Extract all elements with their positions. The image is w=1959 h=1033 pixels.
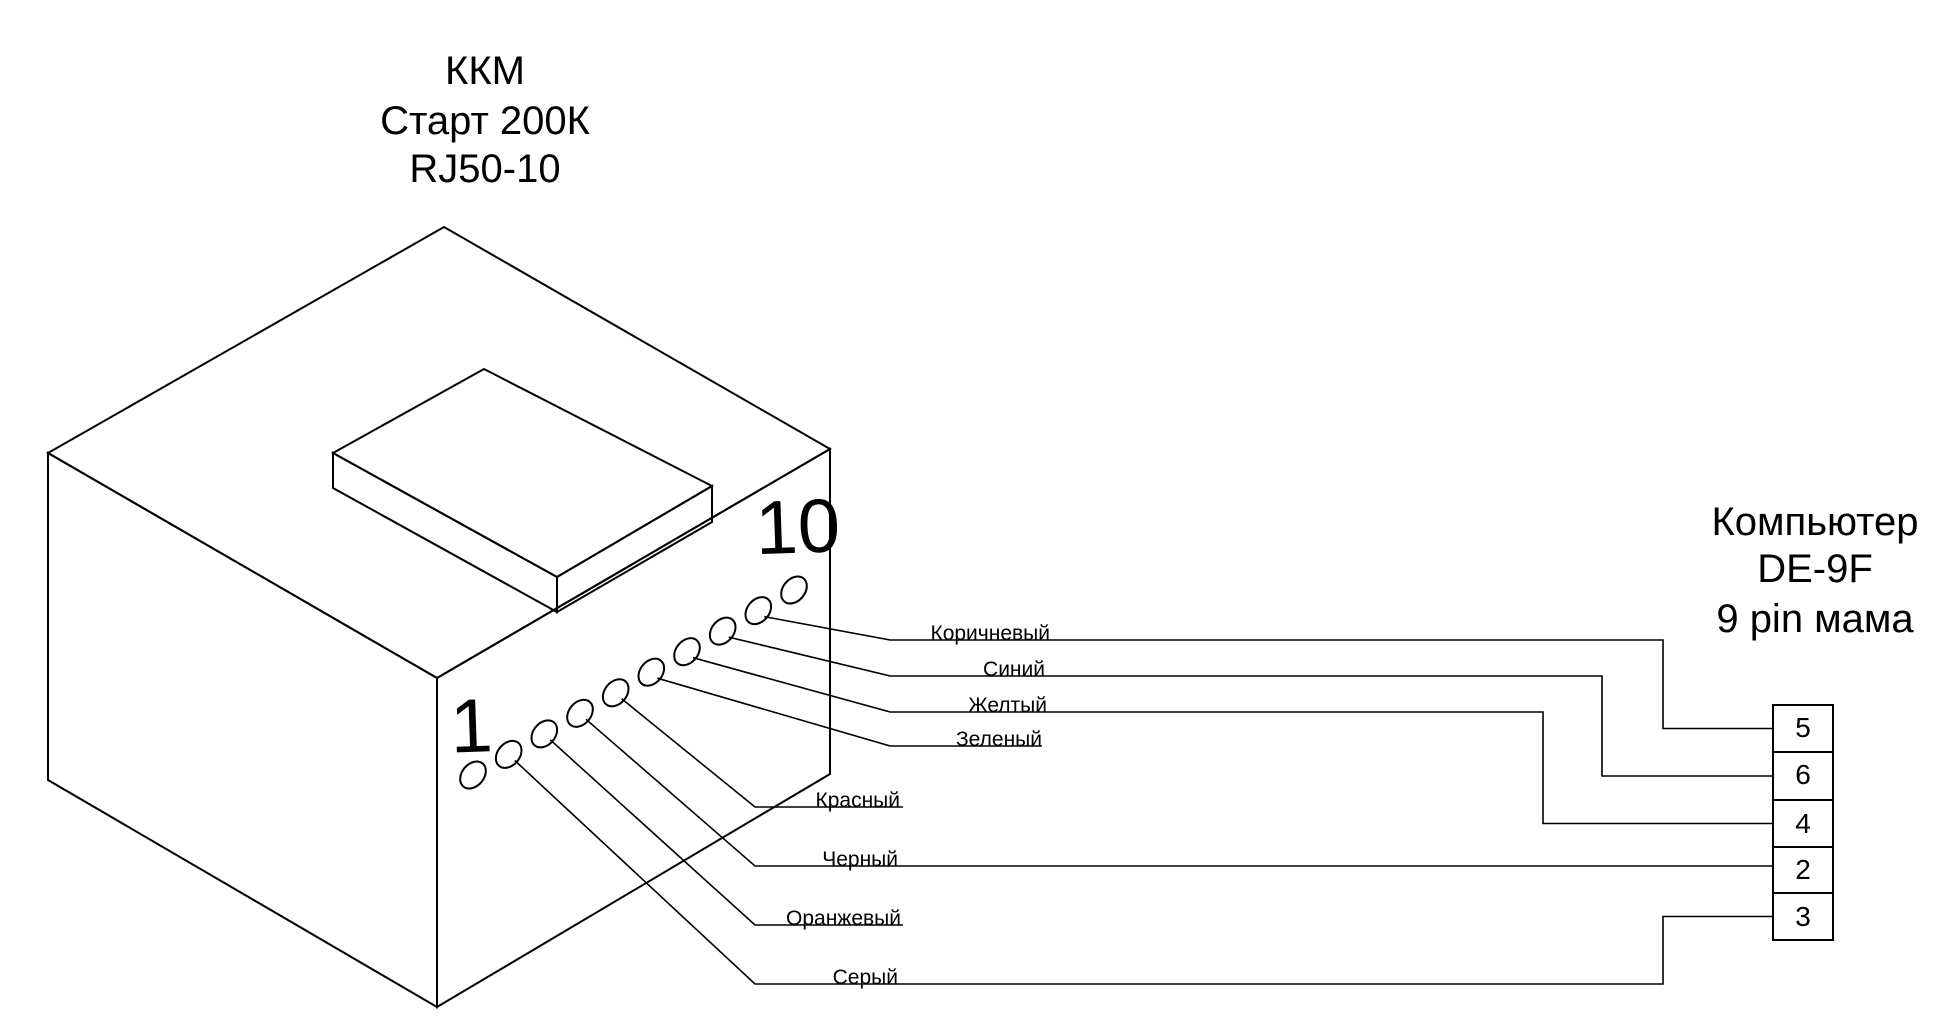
device-title-line-2: Старт 200К (380, 99, 591, 143)
de9-pin-cell: 4 (1795, 808, 1811, 839)
wire-label-black: Черный (822, 848, 898, 871)
latch-front-face (332, 451, 558, 614)
block-right-face (436, 447, 831, 1009)
de9-pin-cell: 2 (1795, 854, 1811, 885)
wire-label-orange: Оранжевый (786, 907, 901, 930)
pin-1-label: 1 (449, 683, 494, 769)
pin-hole (530, 719, 559, 749)
pin-hole (459, 760, 487, 790)
wire-7 (692, 656, 1773, 825)
pin-10-label: 10 (754, 483, 841, 571)
latch-side-face (556, 484, 713, 614)
wire-4 (585, 718, 1773, 867)
de9-connector-table: 5 6 4 2 3 (1772, 704, 1834, 941)
pin-hole (601, 678, 630, 708)
pin-hole (637, 657, 666, 687)
pin-hole (780, 575, 808, 605)
wire-label-gray: Серый (833, 966, 898, 989)
wire-3 (549, 739, 903, 926)
wire-9 (764, 615, 1773, 730)
wire-label-green: Зеленый (956, 728, 1042, 751)
pin-hole (744, 596, 773, 626)
computer-title-line-1: Компьютер (1711, 500, 1918, 544)
latch-top-face (330, 367, 715, 579)
wire-label-red: Красный (815, 789, 900, 812)
de9-pin-cell: 5 (1795, 712, 1811, 743)
pin-hole (673, 637, 701, 667)
wire-label-yellow: Желтый (968, 694, 1047, 717)
block-left-face (47, 451, 438, 1009)
computer-title-line-2: DE-9F (1757, 547, 1873, 591)
wire-6 (657, 677, 1042, 747)
pin-hole (494, 739, 523, 769)
wires (514, 615, 1773, 985)
wire-label-blue: Синий (983, 658, 1045, 681)
de9-pin-cell: 3 (1795, 901, 1811, 932)
wire-8 (728, 636, 1773, 777)
rj50-connector-block (45, 225, 832, 1009)
device-title-line-3: RJ50-10 (409, 147, 560, 191)
device-title-line-1: ККМ (445, 49, 525, 93)
block-top-face (45, 225, 832, 680)
de9-table-border (1772, 704, 1834, 941)
de9-pin-cell: 6 (1795, 759, 1811, 790)
wire-label-brown: Коричневый (930, 622, 1050, 645)
wire-2 (514, 759, 1773, 985)
computer-title-line-3: 9 pin мама (1716, 597, 1914, 641)
wire-5 (621, 698, 903, 808)
pin-hole (566, 698, 594, 728)
pin-hole (708, 616, 737, 646)
